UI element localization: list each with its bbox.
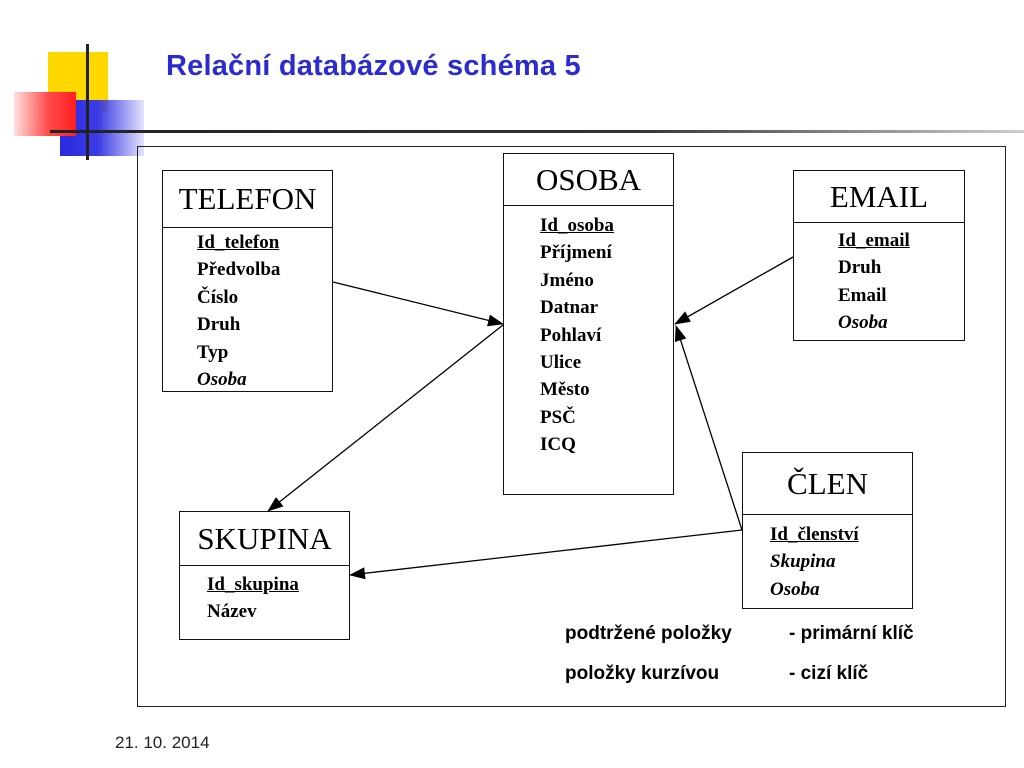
attribute: Město: [540, 379, 590, 401]
attribute-primary-key: Id_osoba: [540, 215, 614, 236]
entity-skupina-name: SKUPINA: [180, 512, 349, 566]
attribute: Email: [838, 284, 887, 306]
entity-email-name: EMAIL: [794, 171, 964, 223]
entity-osoba: OSOBA Id_osoba Příjmení Jméno Datnar Poh…: [503, 153, 674, 495]
legend-foreign-key: položky kurzívou - cizí klíč: [565, 663, 868, 685]
legend-primary-meaning: - primární klíč: [789, 623, 914, 644]
attribute-primary-key: Id_členství: [770, 524, 859, 545]
attribute: Předvolba: [197, 259, 281, 281]
legend-foreign-term: položky kurzívou: [565, 663, 720, 684]
attribute: Druh: [197, 314, 241, 336]
entity-osoba-attributes: Id_osoba Příjmení Jméno Datnar Pohlaví U…: [540, 212, 614, 459]
attribute-primary-key: Id_telefon: [197, 232, 280, 253]
legend-primary-key: podtržené položky - primární klíč: [565, 623, 914, 645]
entity-clen-attributes: Id_členství Skupina Osoba: [770, 521, 859, 603]
attribute-foreign-key: Skupina: [770, 551, 836, 573]
attribute: Pohlaví: [540, 324, 602, 346]
attribute-foreign-key: Osoba: [197, 369, 247, 391]
attribute: Datnar: [540, 297, 599, 319]
entity-skupina: SKUPINA Id_skupina Název: [179, 511, 350, 640]
attribute: ICQ: [540, 434, 576, 456]
decor-horizontal-rule: [50, 130, 1024, 133]
attribute-foreign-key: Osoba: [770, 578, 820, 600]
attribute: Druh: [838, 257, 882, 279]
decor-vertical-line: [86, 44, 89, 160]
entity-telefon: TELEFON Id_telefon Předvolba Číslo Druh …: [162, 170, 333, 392]
legend-foreign-meaning: - cizí klíč: [789, 663, 869, 684]
slide-title: Relační databázové schéma 5: [166, 50, 581, 82]
entity-email: EMAIL Id_email Druh Email Osoba: [793, 170, 965, 341]
legend-primary-term: podtržené položky: [565, 623, 732, 644]
attribute: Číslo: [197, 286, 239, 308]
attribute-primary-key: Id_email: [838, 230, 910, 251]
entity-osoba-name: OSOBA: [504, 154, 673, 206]
attribute: Typ: [197, 341, 229, 363]
entity-email-attributes: Id_email Druh Email Osoba: [838, 227, 910, 337]
attribute: PSČ: [540, 406, 576, 428]
attribute: Název: [207, 601, 257, 623]
diagram-frame: [137, 146, 1006, 707]
entity-clen-name: ČLEN: [743, 453, 912, 515]
entity-clen: ČLEN Id_členství Skupina Osoba: [742, 452, 913, 609]
attribute: Ulice: [540, 352, 582, 374]
attribute: Příjmení: [540, 242, 612, 264]
slide-date: 21. 10. 2014: [115, 733, 210, 752]
attribute: Jméno: [540, 269, 594, 291]
decor-red-square: [14, 92, 76, 136]
attribute-primary-key: Id_skupina: [207, 574, 299, 595]
attribute-foreign-key: Osoba: [838, 312, 888, 334]
entity-telefon-attributes: Id_telefon Předvolba Číslo Druh Typ Osob…: [197, 229, 280, 393]
entity-telefon-name: TELEFON: [163, 171, 332, 228]
entity-skupina-attributes: Id_skupina Název: [207, 571, 299, 626]
